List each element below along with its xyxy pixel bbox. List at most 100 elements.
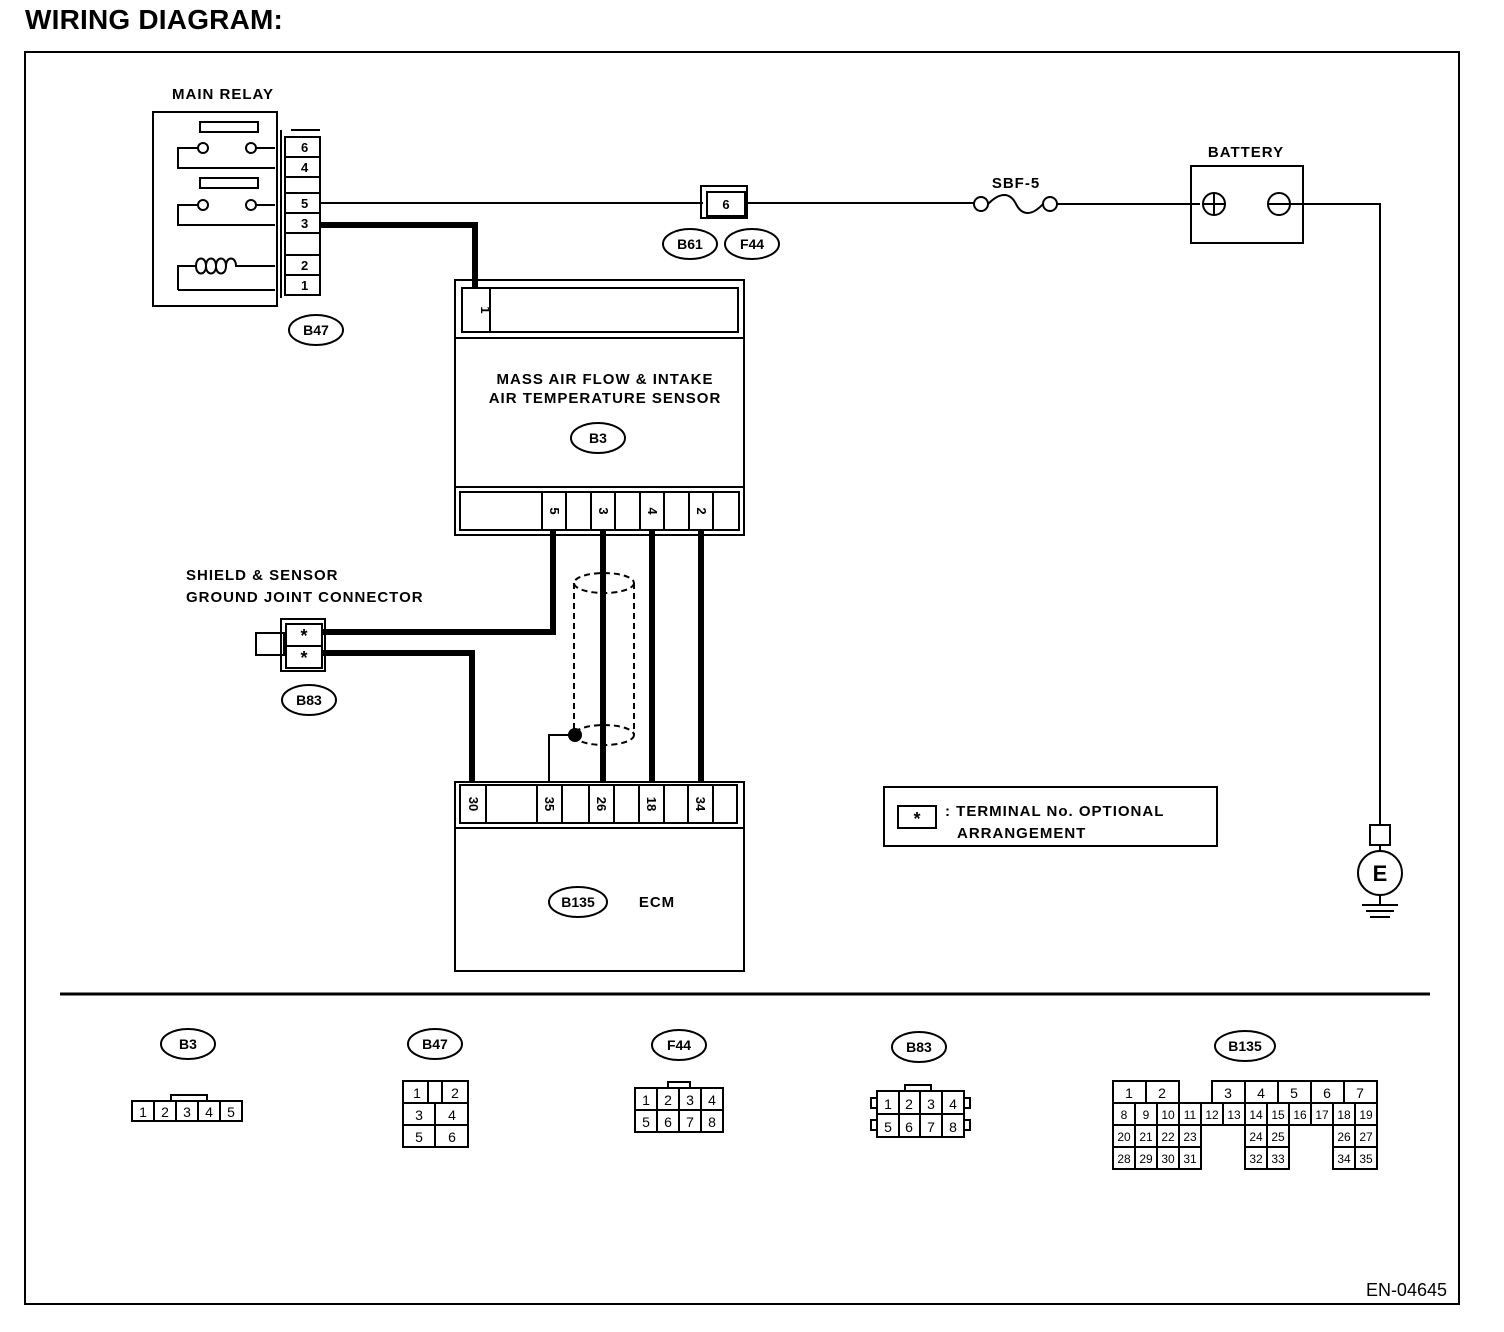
joint-pin-2: [285, 645, 323, 669]
view-b135-pin: 31: [1183, 1152, 1197, 1166]
view-b135-pin: 12: [1205, 1108, 1219, 1122]
view-b135-pin: 26: [1337, 1130, 1351, 1144]
sensor-label-line2: AIR TEMPERATURE SENSOR: [489, 390, 722, 407]
battery: BATTERY: [1190, 144, 1304, 244]
wire-joint-to-ecm30: [322, 650, 475, 782]
ecm-housing: [454, 781, 745, 972]
view-b83-pin: 8: [949, 1119, 957, 1135]
view-b135-pin: 21: [1139, 1130, 1153, 1144]
view-b135-pin: 33: [1271, 1152, 1285, 1166]
sensor-bottom-connector: [459, 491, 740, 531]
relay-connector-id: B47: [303, 322, 329, 338]
sensor-top-connector: [461, 287, 739, 333]
view-b135-pin: 20: [1117, 1130, 1131, 1144]
relay-pin-1: [284, 274, 321, 296]
view-b135-pin: 23: [1183, 1130, 1197, 1144]
view-f44-pin: 7: [686, 1114, 694, 1130]
ecm-pin-label: 18: [644, 797, 659, 811]
view-b135-pin: 29: [1139, 1152, 1153, 1166]
view-b83-pin: 7: [927, 1119, 935, 1135]
view-f44-pin: 6: [664, 1114, 672, 1130]
view-f44-pin: 4: [708, 1092, 716, 1108]
view-b135-pin: 1: [1125, 1085, 1133, 1101]
wire-battery-to-ground: [1290, 203, 1381, 826]
view-b135-pin: 28: [1117, 1152, 1131, 1166]
view-b3-pin: 4: [205, 1104, 213, 1120]
view-b83-pin: 5: [884, 1119, 892, 1135]
view-b47-pin: 6: [448, 1129, 456, 1145]
sensor-label-line1: MASS AIR FLOW & INTAKE: [497, 371, 714, 388]
view-b135-pin: 8: [1121, 1108, 1128, 1122]
view-b47-pin: 2: [451, 1085, 459, 1101]
ecm-pin-label: 35: [542, 797, 557, 811]
view-b47-pin: 1: [413, 1085, 421, 1101]
view-b47-pin: 3: [415, 1107, 423, 1123]
view-b135-pin: 24: [1249, 1130, 1263, 1144]
joint-pin-label: *: [300, 626, 307, 646]
view-b135-pin: 25: [1271, 1130, 1285, 1144]
joint-connector: SHIELD & SENSOR GROUND JOINT CONNECTOR *…: [186, 567, 423, 716]
relay-pin-label: 2: [301, 258, 308, 273]
wire-shield: [548, 572, 635, 782]
ecm-pin-label: 34: [693, 797, 708, 812]
view-b135-pin: 2: [1158, 1085, 1166, 1101]
wire-sensor5-to-joint: [322, 530, 556, 635]
view-b83-pin: 6: [905, 1119, 913, 1135]
joint-pin-label: *: [300, 648, 307, 668]
joint-label-line1: SHIELD & SENSOR: [186, 567, 339, 584]
terminal-note: * : TERMINAL No. OPTIONAL ARRANGEMENT: [883, 786, 1218, 847]
fuse-label: SBF-5: [992, 175, 1040, 192]
note-line2: ARRANGEMENT: [957, 825, 1086, 842]
view-b135-pin: 9: [1143, 1108, 1150, 1122]
view-b135-pin: 34: [1337, 1152, 1351, 1166]
view-b135-pin: 27: [1359, 1130, 1373, 1144]
b61-connector-id: B61: [677, 236, 703, 252]
ecm-connector: [459, 784, 738, 824]
view-b135-pin: 3: [1224, 1085, 1232, 1101]
relay-switch-bar-2: [199, 177, 259, 189]
view-f44-pin: 2: [664, 1092, 672, 1108]
ecm-pin-label: 30: [466, 797, 481, 811]
view-b83-pin: 3: [927, 1096, 935, 1112]
view-b135-pin: 22: [1161, 1130, 1175, 1144]
view-b135-pin: 17: [1315, 1108, 1329, 1122]
view-b135-pin: 4: [1257, 1085, 1265, 1101]
view-f44-pin: 3: [686, 1092, 694, 1108]
view-b3-pin: 5: [227, 1104, 235, 1120]
view-b47-pin: 4: [448, 1107, 456, 1123]
wire-relay3-to-sensor1: [320, 222, 478, 290]
view-b47-id: B47: [422, 1036, 448, 1052]
view-b83-pin: 4: [949, 1096, 957, 1112]
view-b135-pin: 14: [1249, 1108, 1263, 1122]
main-relay: MAIN RELAY 6 4 5 3 2 1 B47: [152, 86, 344, 346]
view-b135-pin: 15: [1271, 1108, 1285, 1122]
mass-air-flow-sensor: 1 MASS AIR FLOW & INTAKE AIR TEMPERATURE…: [454, 279, 745, 536]
view-b135-pin: 6: [1323, 1085, 1331, 1101]
connector-view-b135: B135 1 2 3 4 5 6 7 8 9 10 11 12 13 14: [1112, 1030, 1378, 1170]
view-b135-pin: 5: [1290, 1085, 1298, 1101]
f44-connector-id: F44: [740, 236, 764, 252]
view-b135-pin: 10: [1161, 1108, 1175, 1122]
note-line1: : TERMINAL No. OPTIONAL: [945, 803, 1164, 820]
ecm-pin-label: 26: [594, 797, 609, 811]
ecm-label: ECM: [639, 894, 675, 911]
view-b83-pin: 1: [884, 1096, 892, 1112]
relay-coil: [177, 257, 275, 290]
connector-view-f44: F44 1 2 3 4 5 6 7 8: [634, 1029, 724, 1133]
ground-label: E: [1373, 861, 1388, 886]
view-b3-pin: 2: [161, 1104, 169, 1120]
view-b135-pin: 30: [1161, 1152, 1175, 1166]
sensor-pin-label: 3: [596, 507, 611, 514]
relay-pin-label: 3: [301, 216, 308, 231]
sensor-pin-label: 4: [645, 507, 660, 515]
view-b135-pin: 18: [1337, 1108, 1351, 1122]
relay-pin-label: 4: [301, 160, 309, 175]
relay-switch-bar-1: [199, 121, 259, 133]
view-f44-pin: 5: [642, 1114, 650, 1130]
view-f44-id: F44: [667, 1037, 691, 1053]
relay-pin-label: 5: [301, 196, 308, 211]
view-b3-pin: 3: [183, 1104, 191, 1120]
sensor-housing: [454, 279, 745, 536]
relay-contact: [197, 142, 209, 154]
